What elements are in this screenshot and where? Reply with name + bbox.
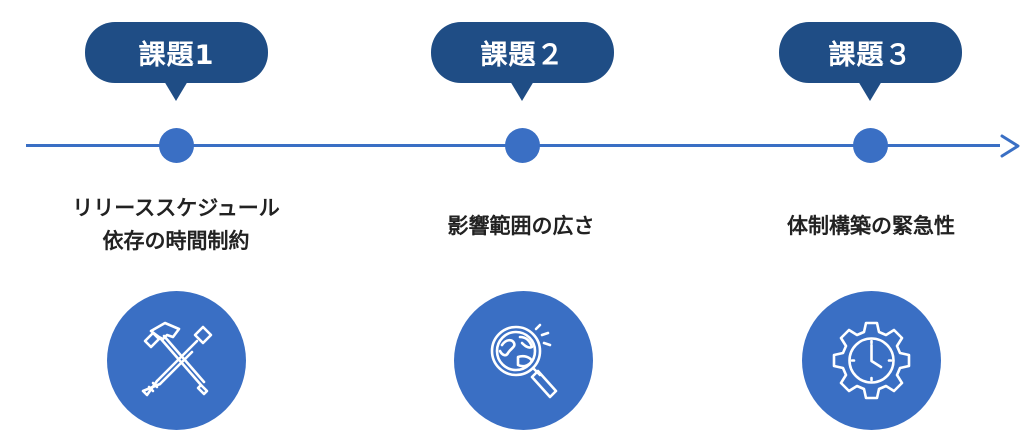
step-2-node [505,128,540,163]
step-1-caption-line-1: リリーススケジュール [72,196,280,220]
step-3-caption-line-1: 体制構築の緊急性 [787,214,955,238]
hammer-screwdriver-icon [141,321,213,397]
step-3-badge-pointer [858,81,882,101]
step-2-caption: 影響範囲の広さ [371,210,671,243]
step-1-icon-circle [107,291,246,430]
step-1-badge: 課題1 [85,22,268,83]
step-3-caption: 体制構築の緊急性 [721,210,1021,243]
step-2-badge: 課題２ [431,22,614,83]
step-1-badge-pointer [164,81,188,101]
step-1-caption: リリーススケジュール 依存の時間制約 [26,192,326,258]
step-1-caption-line-2: 依存の時間制約 [102,229,250,253]
step-3-badge-label: 課題３ [828,40,913,71]
step-1-node [159,128,194,163]
step-2-badge-label: 課題２ [480,40,565,71]
globe-magnifier-icon [490,323,558,399]
step-3-badge: 課題３ [779,22,962,83]
step-2-caption-line-1: 影響範囲の広さ [447,214,595,238]
step-3-icon-circle [802,291,941,430]
arrow-right-icon [1000,134,1020,158]
gear-clock-icon [832,321,911,400]
step-1-badge-label: 課題1 [138,40,215,71]
step-2-icon-circle [454,291,593,430]
step-3-node [853,128,888,163]
step-2-badge-pointer [510,81,534,101]
